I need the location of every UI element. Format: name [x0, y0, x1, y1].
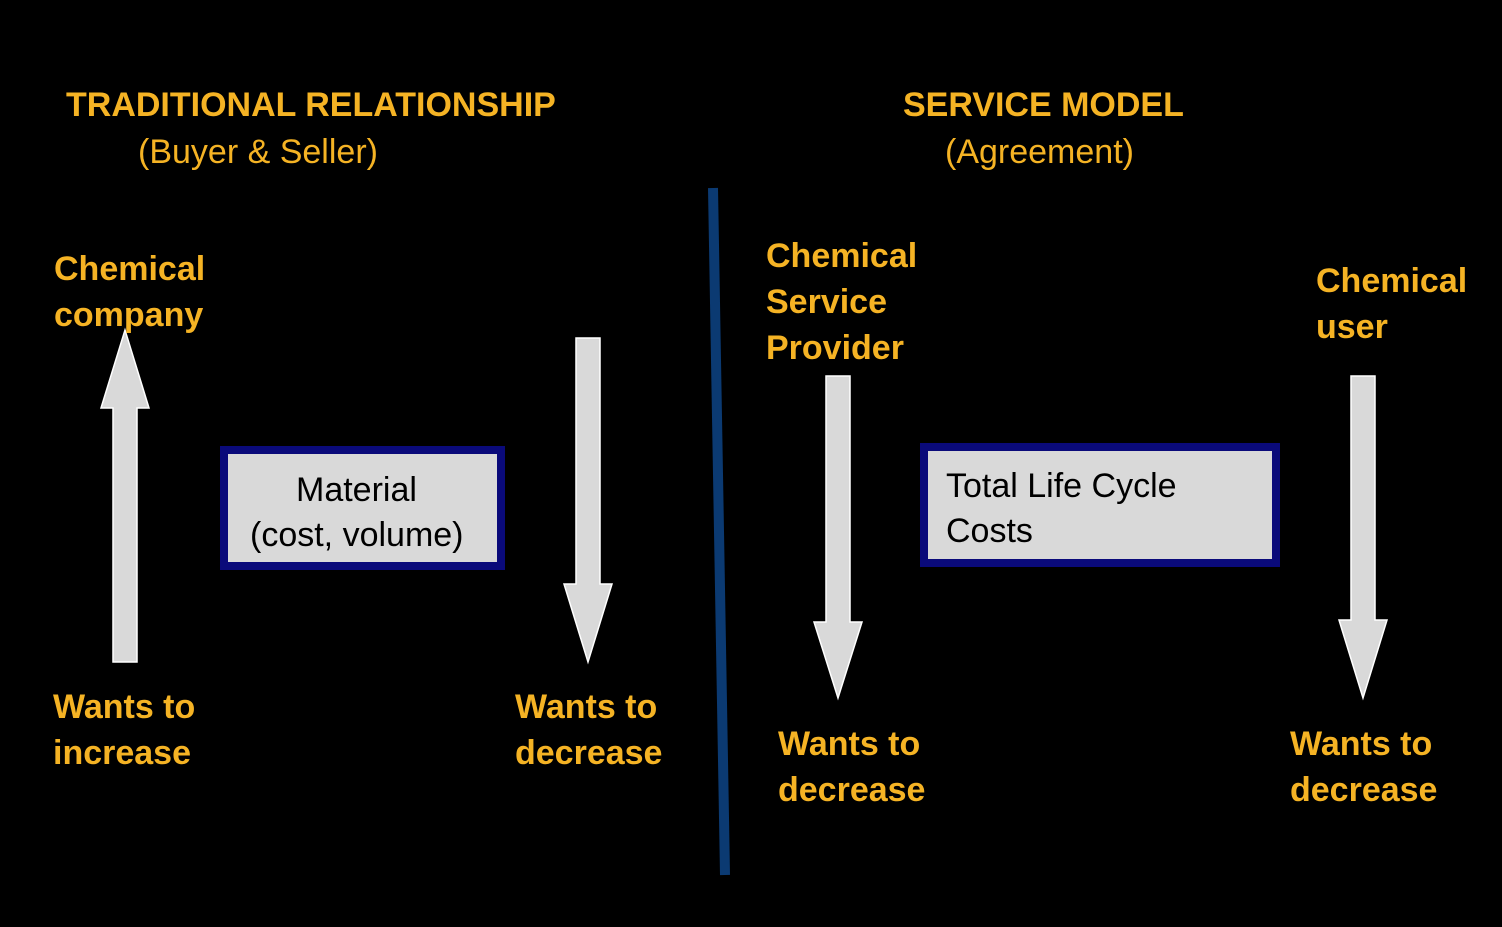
chemical-user-line-1: Chemical	[1316, 262, 1468, 300]
wants-to-decrease-left-label: Wants to decrease	[515, 684, 662, 776]
traditional-relationship-title: TRADITIONAL RELATIONSHIP	[66, 86, 556, 124]
user-down-arrow	[1337, 375, 1389, 701]
chemical-service-provider-label: Chemical Service Provider	[766, 233, 917, 371]
material-box: Material (cost, volume)	[220, 446, 505, 570]
provider-line-3: Provider	[766, 329, 904, 367]
total-life-cycle-costs-box: Total Life Cycle Costs	[920, 443, 1280, 567]
wants-to-increase-line-2: increase	[53, 734, 191, 772]
material-box-line-2: (cost, volume)	[250, 516, 464, 554]
provider-decrease-line-1: Wants to	[778, 725, 921, 763]
chemical-company-label: Chemical company	[54, 246, 205, 338]
traditional-relationship-subtitle: (Buyer & Seller)	[138, 133, 378, 171]
section-divider	[708, 187, 730, 876]
provider-wants-to-decrease-label: Wants to decrease	[778, 721, 925, 813]
service-model-subtitle: (Agreement)	[945, 133, 1134, 171]
chemical-user-line-2: user	[1316, 308, 1388, 346]
increase-up-arrow	[99, 327, 151, 663]
wants-to-increase-label: Wants to increase	[53, 684, 195, 776]
wants-to-decrease-left-line-1: Wants to	[515, 688, 658, 726]
chemical-user-label: Chemical user	[1316, 258, 1467, 350]
provider-decrease-line-2: decrease	[778, 771, 926, 809]
life-cycle-box-line-2: Costs	[946, 512, 1033, 550]
chemical-company-line-2: company	[54, 296, 204, 334]
user-wants-to-decrease-label: Wants to decrease	[1290, 721, 1437, 813]
user-decrease-line-2: decrease	[1290, 771, 1438, 809]
wants-to-increase-line-1: Wants to	[53, 688, 196, 726]
wants-to-decrease-left-line-2: decrease	[515, 734, 663, 772]
chemical-company-line-1: Chemical	[54, 250, 206, 288]
provider-down-arrow	[812, 375, 864, 701]
decrease-down-arrow-left	[562, 337, 614, 665]
provider-line-1: Chemical	[766, 237, 918, 275]
life-cycle-box-line-1: Total Life Cycle	[946, 467, 1177, 505]
provider-line-2: Service	[766, 283, 887, 321]
service-model-title: SERVICE MODEL	[903, 86, 1184, 124]
material-box-line-1: Material	[296, 471, 417, 509]
user-decrease-line-1: Wants to	[1290, 725, 1433, 763]
